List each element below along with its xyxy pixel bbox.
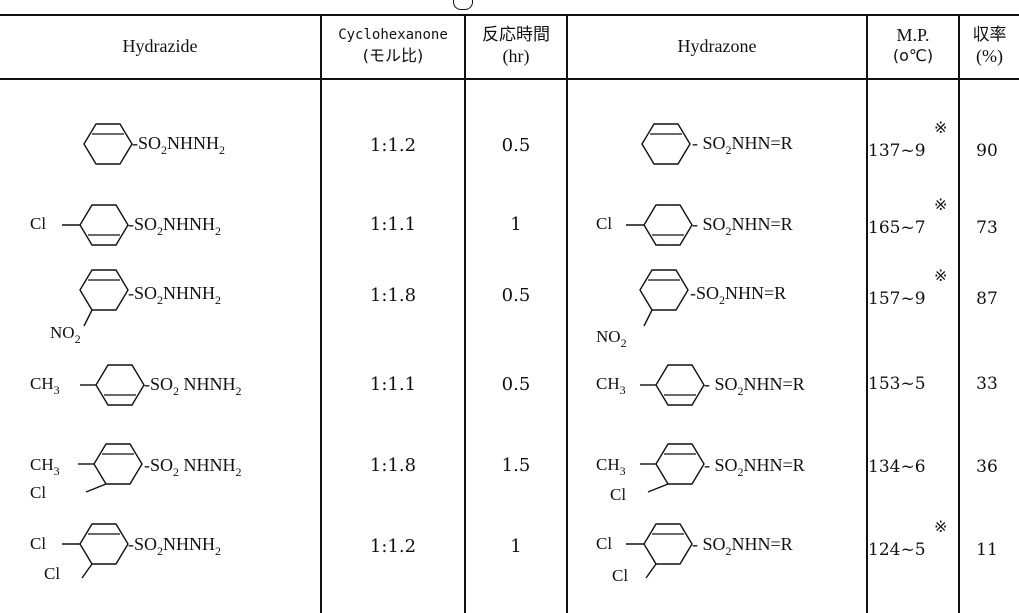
reaction-time: 1 [510,214,522,235]
hydrazide-formula: -SO2 NHNH2 [144,455,242,479]
melting-point: ※137~9 [868,118,948,161]
benzene-ring [62,204,129,246]
reaction-time: 1.5 [501,455,531,476]
col-divider [866,15,868,613]
col-divider [566,15,568,613]
chloro-label: Cl [610,485,627,504]
benzene-ring [78,443,143,493]
table-top-rule [0,14,1019,16]
header-cyclohexanone: Cyclohexanone [338,27,448,43]
header-mole-ratio: (モル比) [362,46,424,65]
hydrazone-formula: -SO2NHN=R [690,283,787,307]
yield-value: 36 [976,457,998,477]
hydrazone-formula: - SO2NHN=R [704,374,805,398]
col-divider [464,15,466,613]
benzene-ring [640,364,705,406]
mole-ratio: 1:1.1 [369,214,417,235]
melting-point: 134~6 [868,457,926,477]
header-hydrazone: Hydrazone [677,36,757,56]
chloro-label: Cl [44,564,61,583]
methyl-label: CH3 [596,374,626,397]
hydrazide-formula: -SO2NHNH2 [128,534,222,558]
methyl-label: CH3 [30,374,60,397]
reaction-time: 0.5 [501,285,531,306]
yield-value: 87 [976,289,998,309]
header-hydrazide: Hydrazide [122,36,198,56]
chloro-label: Cl [596,534,613,553]
chloro-label: Cl [612,566,629,585]
benzene-ring [639,269,689,327]
hydrazone-formula: - SO2NHN=R [692,534,793,558]
benzene-ring [626,204,693,246]
melting-point: ※157~9 [868,266,948,309]
hydrazide-formula: -SO2 NHNH2 [144,374,242,398]
methyl-label: CH3 [596,455,626,478]
reaction-time: 0.5 [501,374,531,395]
benzene-ring [80,364,145,406]
col-divider [958,15,960,613]
reaction-time: 1 [510,536,522,557]
nitro-label: NO2 [596,327,627,350]
mole-ratio: 1:1.2 [369,536,417,557]
melting-point: ※165~7 [868,195,948,238]
benzene-ring [640,443,705,493]
mole-ratio: 1:1.8 [369,455,417,476]
benzene-ring [641,123,691,165]
chloro-label: Cl [30,214,47,233]
chloro-label: Cl [30,483,47,502]
col-divider [320,15,322,613]
mole-ratio: 1:1.8 [369,285,417,306]
header-yield: 収率 [972,25,1007,45]
header-mp: M.P. [896,25,930,45]
yield-value: 90 [976,141,998,161]
benzene-ring [626,523,693,579]
yield-value: 11 [976,540,998,560]
header-reaction-time: 反応時間 [482,25,550,45]
benzene-ring [83,123,133,165]
benzene-ring [62,523,129,579]
chloro-label: Cl [596,214,613,233]
chloro-label: Cl [30,534,47,553]
methyl-label: CH3 [30,455,60,478]
hydrazone-formula: - SO2NHN=R [692,133,793,157]
melting-point: ※124~5 [868,517,948,560]
page-mark [453,0,473,10]
reaction-time: 0.5 [501,135,531,156]
benzene-ring [79,269,129,327]
melting-point: 153~5 [868,374,926,394]
hydrazide-formula: -SO2NHNH2 [128,283,222,307]
mole-ratio: 1:1.1 [369,374,417,395]
yield-value: 33 [976,374,998,394]
header-yield-unit: (%) [976,46,1003,66]
yield-value: 73 [976,218,998,238]
header-mp-unit: (o℃) [892,46,934,65]
hydrazide-formula: -SO2NHNH2 [128,214,222,238]
header-hr: (hr) [502,46,530,66]
mole-ratio: 1:1.2 [369,135,417,156]
header-rule [0,78,1019,80]
hydrazone-formula: - SO2NHN=R [692,214,793,238]
hydrazide-formula: -SO2NHNH2 [132,133,226,157]
hydrazone-formula: - SO2NHN=R [704,455,805,479]
nitro-label: NO2 [50,323,81,346]
